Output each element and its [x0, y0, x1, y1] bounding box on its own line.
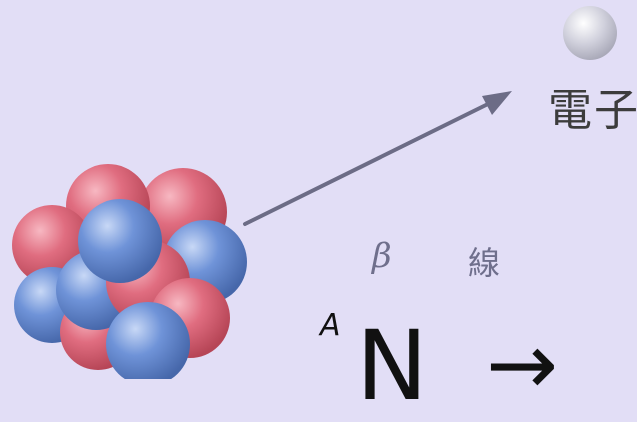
mass-number: A: [320, 308, 341, 343]
reaction-arrow: →: [486, 322, 558, 408]
emission-arrow: [245, 91, 512, 224]
element-symbol: N: [356, 318, 428, 414]
electron-sphere: [563, 6, 617, 60]
electron-label: 電子: [548, 74, 637, 138]
neutron: [78, 199, 162, 283]
beta-symbol: β: [372, 236, 392, 276]
atomic-nucleus: [12, 164, 247, 379]
beta-ray-label: 線: [468, 238, 500, 284]
